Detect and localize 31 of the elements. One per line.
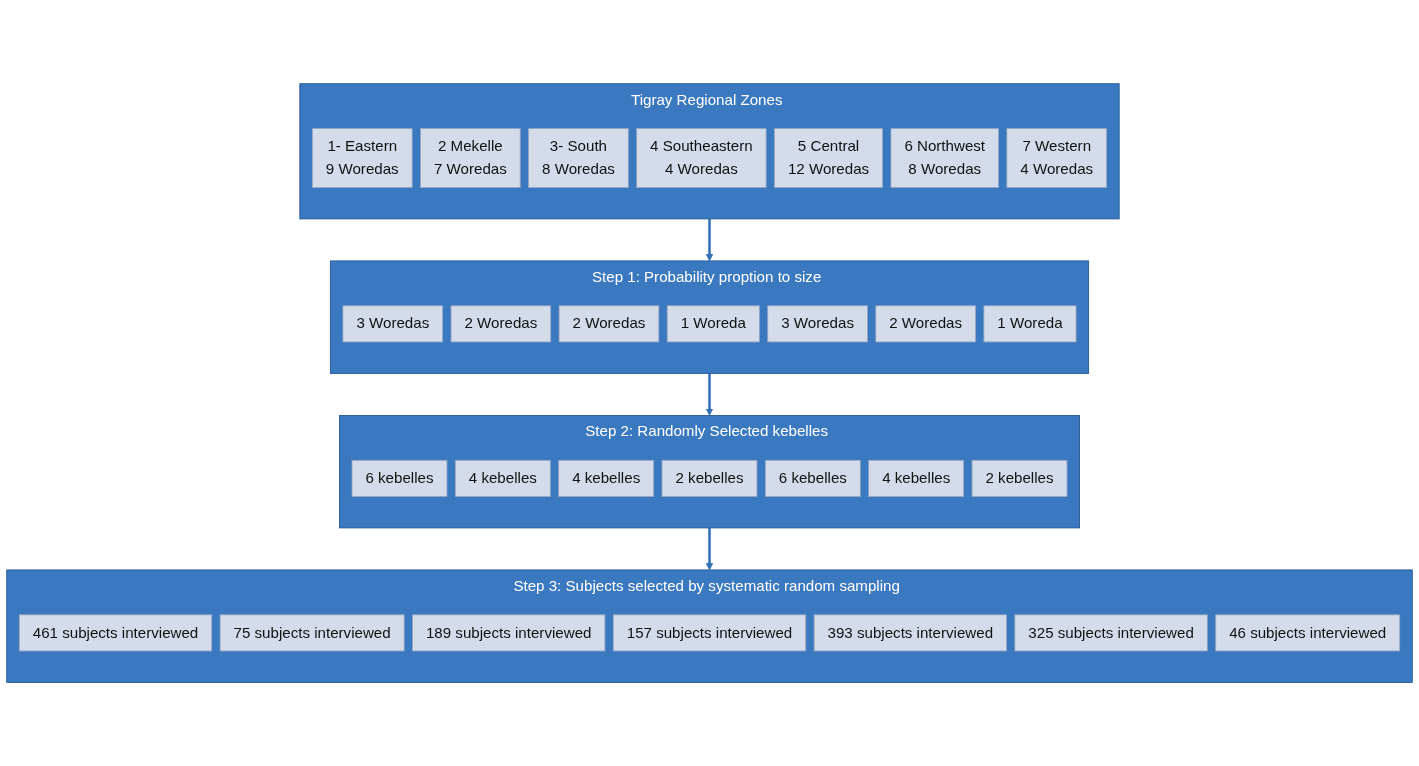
node-box: 3 Woredas (767, 305, 868, 343)
node-box: 7 Western 4 Woredas (1006, 128, 1107, 188)
node-box: 325 subjects interviewed (1014, 614, 1208, 652)
node-box: 157 subjects interviewed (612, 614, 807, 652)
node-box: 4 Southeastern 4 Woredas (636, 128, 767, 188)
node-box: 393 subjects interviewed (813, 614, 1007, 652)
node-box: 3- South 8 Woredas (528, 128, 629, 188)
node-box: 2 kebelles (661, 459, 758, 497)
arrow (705, 373, 714, 416)
node-box: 189 subjects interviewed (412, 614, 606, 652)
node-box: 461 subjects interviewed (18, 614, 213, 652)
node-box: 1 Woreda (983, 305, 1077, 343)
arrow (705, 218, 714, 262)
node-box: 6 kebelles (764, 459, 861, 497)
node-box: 46 subjects interviewed (1215, 614, 1401, 652)
node-box: 6 Northwest 8 Woredas (890, 128, 999, 188)
node-box: 1- Eastern 9 Woredas (312, 128, 413, 188)
arrow (705, 527, 714, 571)
node-box: 1 Woreda (666, 305, 760, 343)
node-box: 2 kebelles (971, 459, 1068, 497)
node-box: 2 Woredas (558, 305, 660, 343)
node-box: 5 Central 12 Woredas (774, 128, 883, 188)
node-box: 6 kebelles (351, 459, 448, 497)
node-box: 75 subjects interviewed (219, 614, 405, 652)
node-box: 2 Woredas (875, 305, 976, 343)
node-box: 4 kebelles (558, 459, 655, 497)
node-box: 4 kebelles (454, 459, 551, 497)
node-box: 3 Woredas (342, 305, 444, 343)
node-box: 4 kebelles (868, 459, 965, 497)
node-box: 2 Mekelle 7 Woredas (420, 128, 521, 188)
node-box: 2 Woredas (450, 305, 552, 343)
